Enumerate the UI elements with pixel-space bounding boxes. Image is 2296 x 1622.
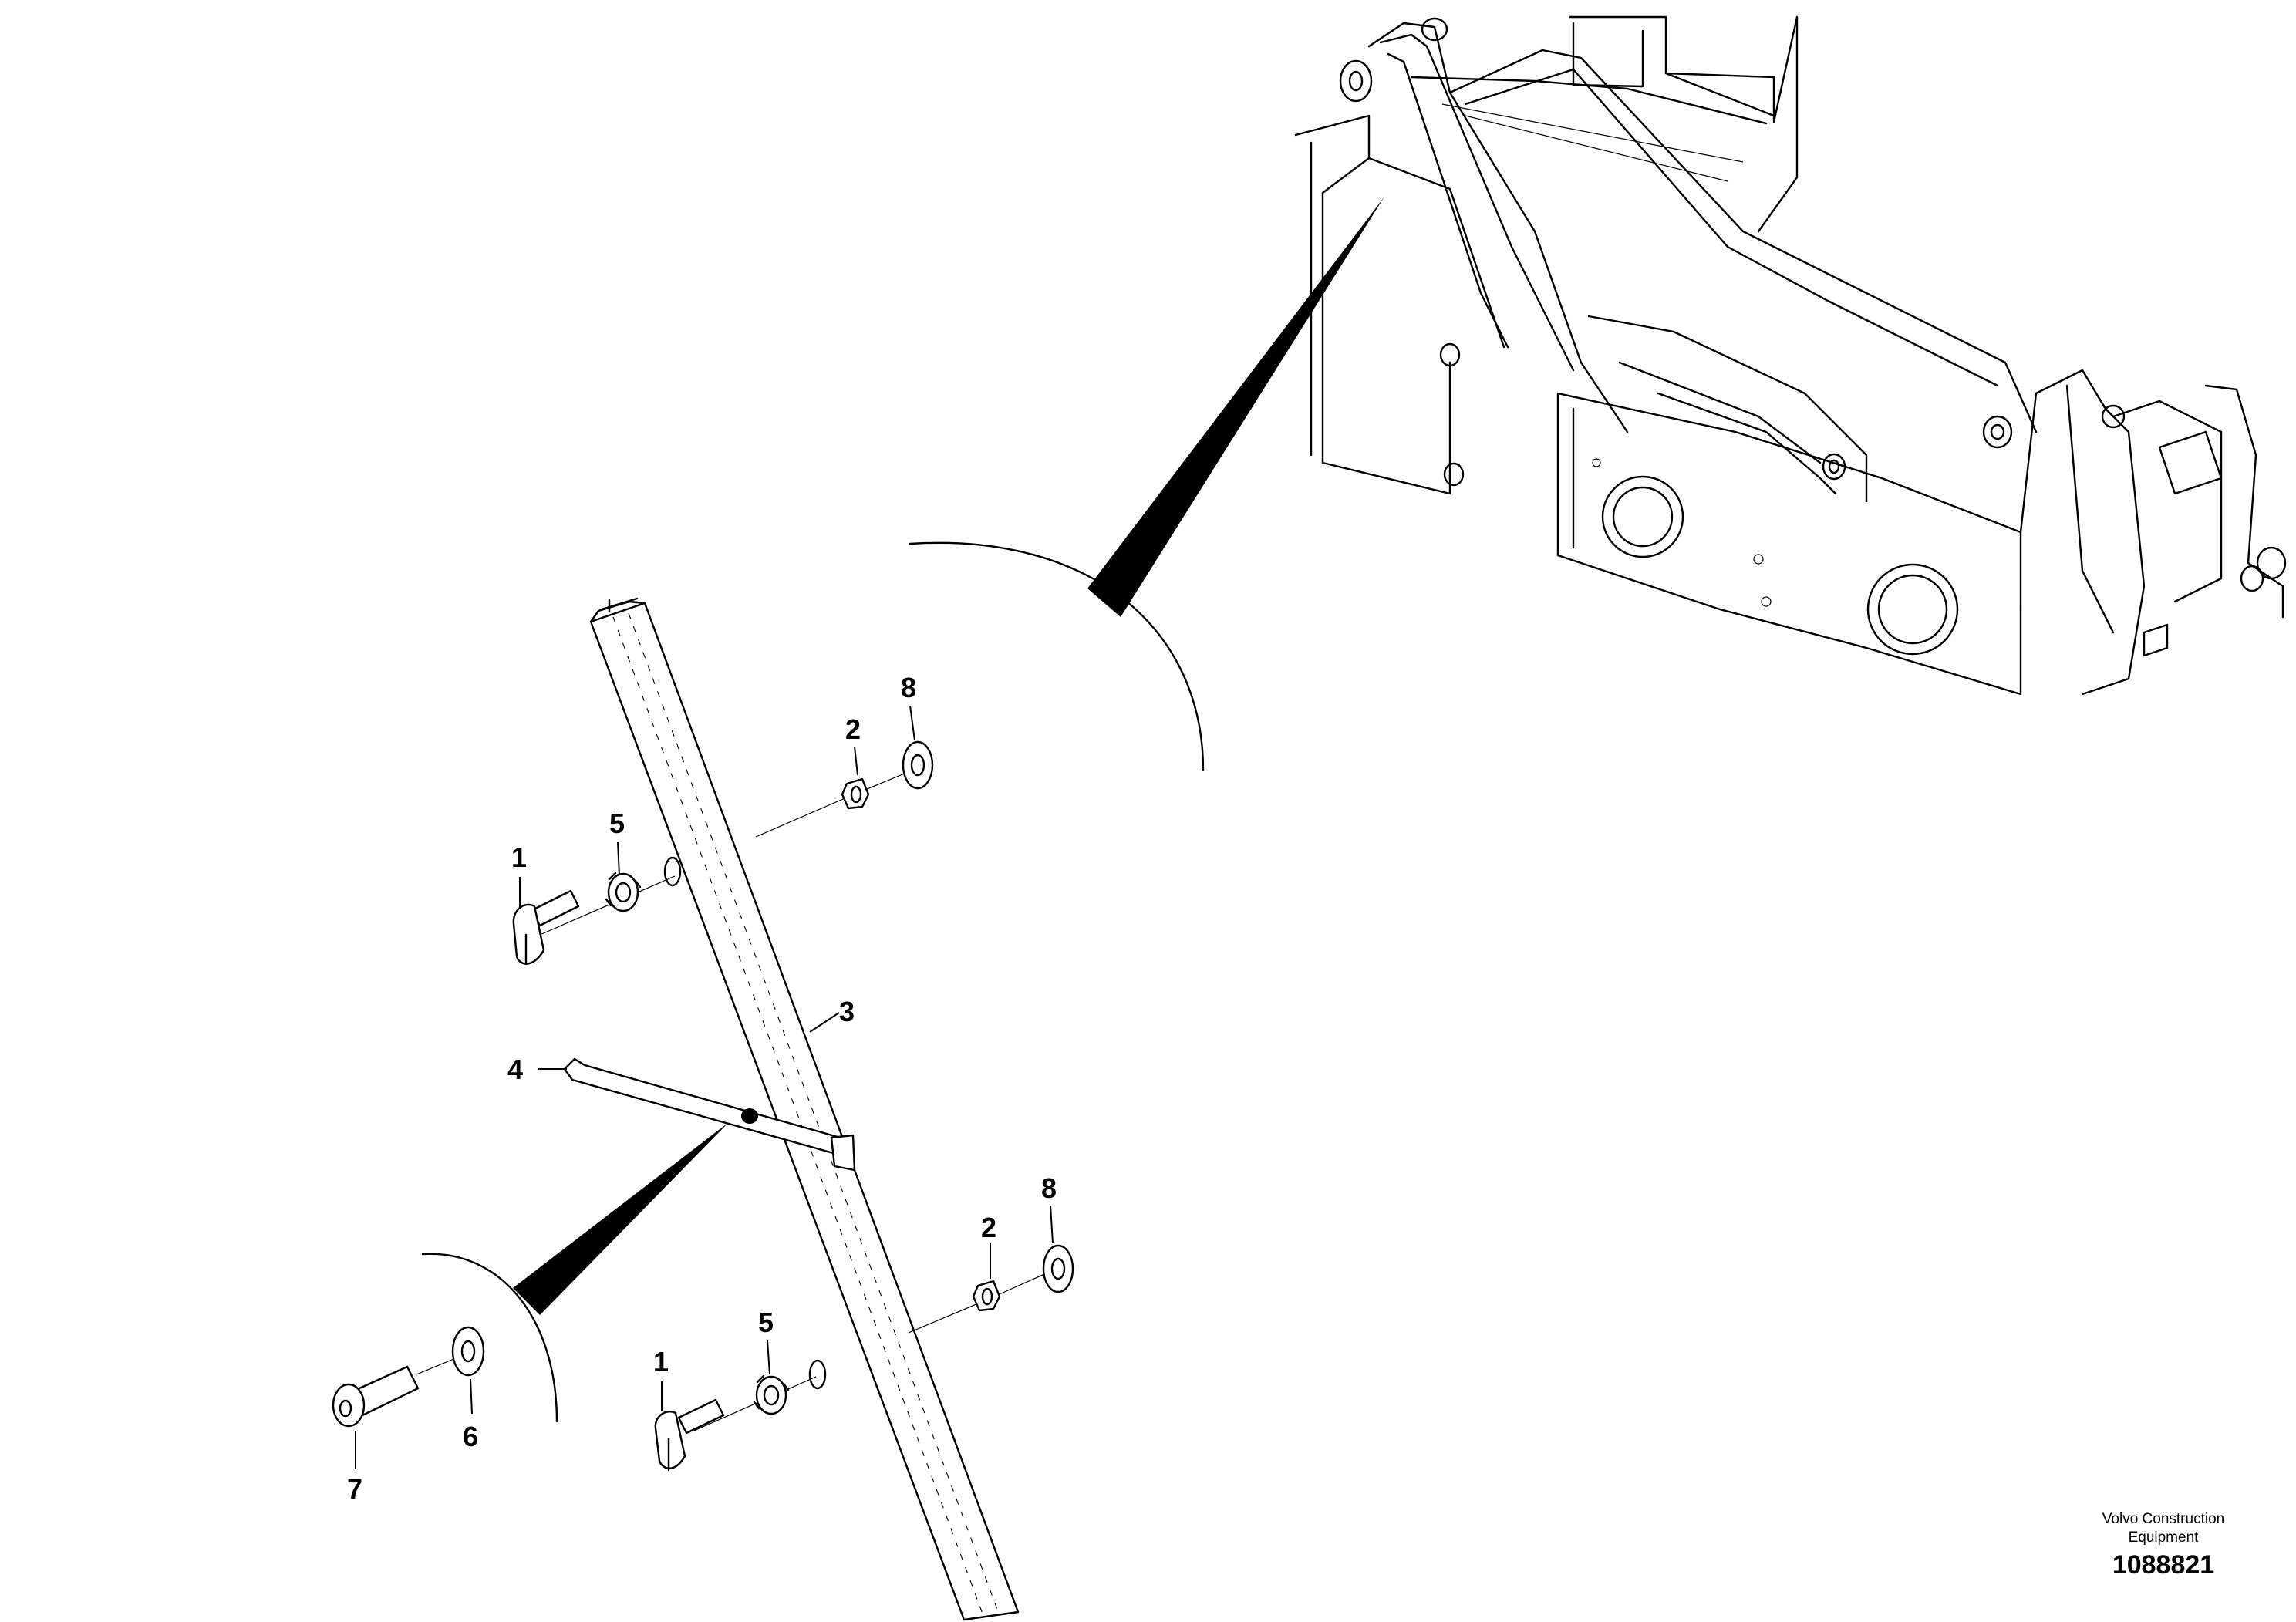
nut-part-2-upper (841, 777, 870, 810)
washer-part-8-lower (1042, 1244, 1074, 1293)
washer-part-5-lower (753, 1374, 790, 1415)
bolt-part-1-upper (512, 889, 580, 966)
nut-part-2-lower (972, 1280, 1001, 1312)
drawing-number: 1088821 (2112, 1550, 2215, 1580)
callout-8-lower: 8 (1041, 1172, 1057, 1204)
callout-3: 3 (839, 996, 855, 1027)
callout-5-lower: 5 (758, 1307, 774, 1338)
callout-1-upper: 1 (511, 841, 527, 873)
callout-5-upper: 5 (609, 808, 625, 839)
callouts: 1 2 5 8 3 4 2 8 5 1 6 7 (347, 672, 1057, 1505)
drawing-credit: Volvo Construction Equipment 1088821 (2052, 1510, 2275, 1580)
detail-arc-upper (909, 541, 1205, 771)
pin-part-7 (332, 1365, 420, 1428)
bolt-part-1-lower (654, 1398, 725, 1472)
detail-pointer-lower (513, 1122, 729, 1315)
callout-1-lower: 1 (653, 1346, 669, 1378)
ring-lower (808, 1359, 827, 1390)
callout-2-upper: 2 (845, 713, 861, 745)
washer-part-5-upper (605, 872, 642, 912)
org-name-line1: Volvo Construction (2102, 1511, 2225, 1527)
callout-8-upper: 8 (901, 672, 916, 703)
leader-lines (355, 705, 1054, 1469)
detail-pointer-upper (1087, 197, 1384, 617)
callout-6: 6 (463, 1421, 478, 1452)
ring-upper (663, 856, 682, 887)
channel-post (589, 597, 1020, 1621)
machine-frame (1294, 15, 2287, 696)
org-name-line2: Equipment (2128, 1529, 2199, 1546)
washer-part-8-upper (902, 740, 934, 790)
washer-part-6 (451, 1326, 485, 1377)
callout-2-lower: 2 (981, 1212, 996, 1243)
callout-4: 4 (507, 1054, 523, 1085)
callout-7: 7 (347, 1473, 362, 1505)
detail-arc-lower (421, 1253, 558, 1423)
